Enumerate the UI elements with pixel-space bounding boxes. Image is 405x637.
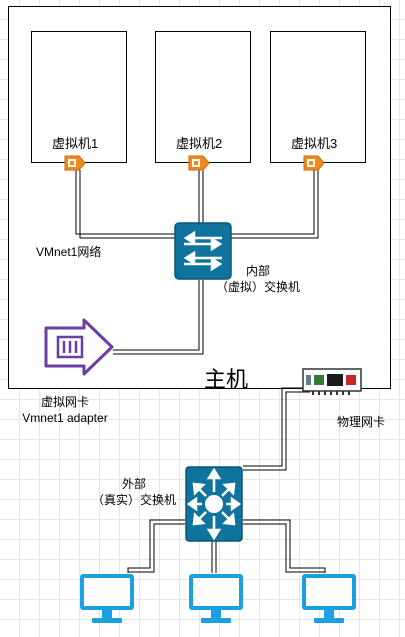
virtual-nic-line1: 虚拟网卡 [40, 395, 89, 409]
external-switch-label: 外部 （真实）交换机 [84, 476, 184, 508]
vm-box-3[interactable] [270, 31, 366, 163]
vm-box-1[interactable] [31, 31, 127, 163]
host-title: 主机 [204, 367, 249, 392]
monitor-icon-3[interactable] [300, 572, 358, 624]
vm-label-3: 虚拟机3 [291, 136, 338, 151]
vm-nic-icon-3 [303, 155, 325, 171]
vm-label-2: 虚拟机2 [176, 136, 223, 151]
virtual-nic-label: 虚拟网卡 Vmnet1 adapter [10, 394, 120, 426]
vm-nic-icon-1 [64, 155, 86, 171]
virtual-nic-icon[interactable] [40, 318, 116, 376]
internal-switch-line2: （虚拟）交换机 [215, 280, 300, 294]
physical-nic-icon[interactable] [300, 366, 364, 398]
vm-nic-icon-2 [188, 155, 210, 171]
network-label: VMnet1网络 [36, 245, 102, 259]
physical-nic-label: 物理网卡 [337, 415, 386, 429]
virtual-nic-line2: Vmnet1 adapter [22, 411, 108, 425]
monitor-icon-1[interactable] [78, 572, 136, 624]
external-switch-line1: 外部 [121, 477, 146, 491]
internal-switch-line1: 内部 [245, 264, 270, 278]
vm-label-1: 虚拟机1 [52, 136, 99, 151]
external-switch-icon[interactable] [185, 466, 243, 542]
internal-switch-label: 内部 （虚拟）交换机 [208, 263, 308, 295]
external-switch-line2: （真实）交换机 [91, 493, 176, 507]
internal-switch-icon[interactable] [174, 222, 232, 280]
monitor-icon-2[interactable] [187, 572, 245, 624]
